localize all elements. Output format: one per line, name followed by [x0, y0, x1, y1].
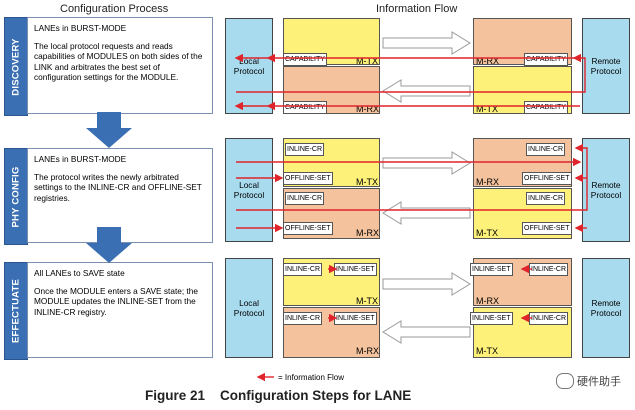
- module-label: M-TX: [476, 228, 498, 238]
- register-capability: CAPABILITY: [524, 53, 568, 66]
- register-inline-set: INLINE-SET: [334, 312, 377, 325]
- module-label: M-RX: [476, 56, 499, 66]
- module-label: M-RX: [476, 177, 499, 187]
- configuration-process-header: Configuration Process: [60, 3, 169, 15]
- local-protocol-box: Local Protocol: [225, 138, 273, 242]
- register-inline-cr: INLINE-CR: [526, 143, 566, 156]
- register-offline-set: OFFLINE-SET: [283, 222, 333, 235]
- figure-caption: Figure 21 Configuration Steps for LANE: [145, 388, 412, 403]
- watermark: 硬件助手: [556, 373, 621, 389]
- link-arrow-right-icon: [382, 272, 471, 296]
- remote-protocol-box: Remote Protocol: [582, 18, 630, 114]
- information-flow-header: Information Flow: [376, 3, 458, 15]
- link-arrow-right-icon: [382, 31, 471, 55]
- stage-description-discovery: LANEs in BURST-MODE The local protocol r…: [27, 17, 213, 114]
- module-label: M-TX: [356, 296, 378, 306]
- local-protocol-box: Local Protocol: [225, 258, 273, 358]
- register-offline-set: OFFLINE-SET: [522, 172, 572, 185]
- remote-protocol-box: Remote Protocol: [582, 258, 630, 358]
- information-flow-arrow: [236, 53, 586, 93]
- module-label: M-RX: [356, 104, 379, 114]
- module-label: M-RX: [476, 296, 499, 306]
- register-capability: CAPABILITY: [283, 101, 327, 114]
- link-arrow-left-icon: [382, 201, 471, 225]
- wechat-icon: [556, 373, 574, 389]
- stage-tab-discovery: DISCOVERY: [4, 17, 28, 116]
- down-arrow-icon: [86, 227, 132, 263]
- link-arrow-left-icon: [382, 320, 471, 344]
- register-capability: CAPABILITY: [524, 101, 568, 114]
- register-offline-set: OFFLINE-SET: [522, 222, 572, 235]
- module-label: M-TX: [356, 177, 378, 187]
- local-protocol-box: Local Protocol: [225, 18, 273, 114]
- legend-label: = Information Flow: [278, 373, 345, 382]
- register-inline-cr: INLINE-CR: [526, 192, 566, 205]
- register-inline-cr: INLINE-CR: [283, 263, 323, 276]
- stage-tab-phy-config: PHY CONFIG: [4, 148, 28, 245]
- remote-protocol-box: Remote Protocol: [582, 138, 630, 242]
- register-inline-set: INLINE-SET: [470, 312, 513, 325]
- register-inline-set: INLINE-SET: [470, 263, 513, 276]
- register-inline-cr: INLINE-CR: [283, 312, 323, 325]
- information-flow-arrow: [236, 143, 588, 211]
- module-label: M-TX: [476, 104, 498, 114]
- register-inline-cr: INLINE-CR: [285, 192, 325, 205]
- register-offline-set: OFFLINE-SET: [283, 172, 333, 185]
- stage-description-effectuate: All LANEs to SAVE state Once the MODULE …: [27, 262, 213, 358]
- register-inline-cr: INLINE-CR: [285, 143, 325, 156]
- module-label: M-TX: [356, 56, 378, 66]
- module-label: M-RX: [356, 346, 379, 356]
- down-arrow-icon: [86, 112, 132, 148]
- module-label: M-RX: [356, 228, 379, 238]
- module-label: M-TX: [476, 346, 498, 356]
- register-inline-cr: INLINE-CR: [529, 263, 569, 276]
- register-capability: CAPABILITY: [283, 53, 327, 66]
- link-arrow-right-icon: [382, 151, 471, 175]
- link-arrow-left-icon: [382, 79, 471, 103]
